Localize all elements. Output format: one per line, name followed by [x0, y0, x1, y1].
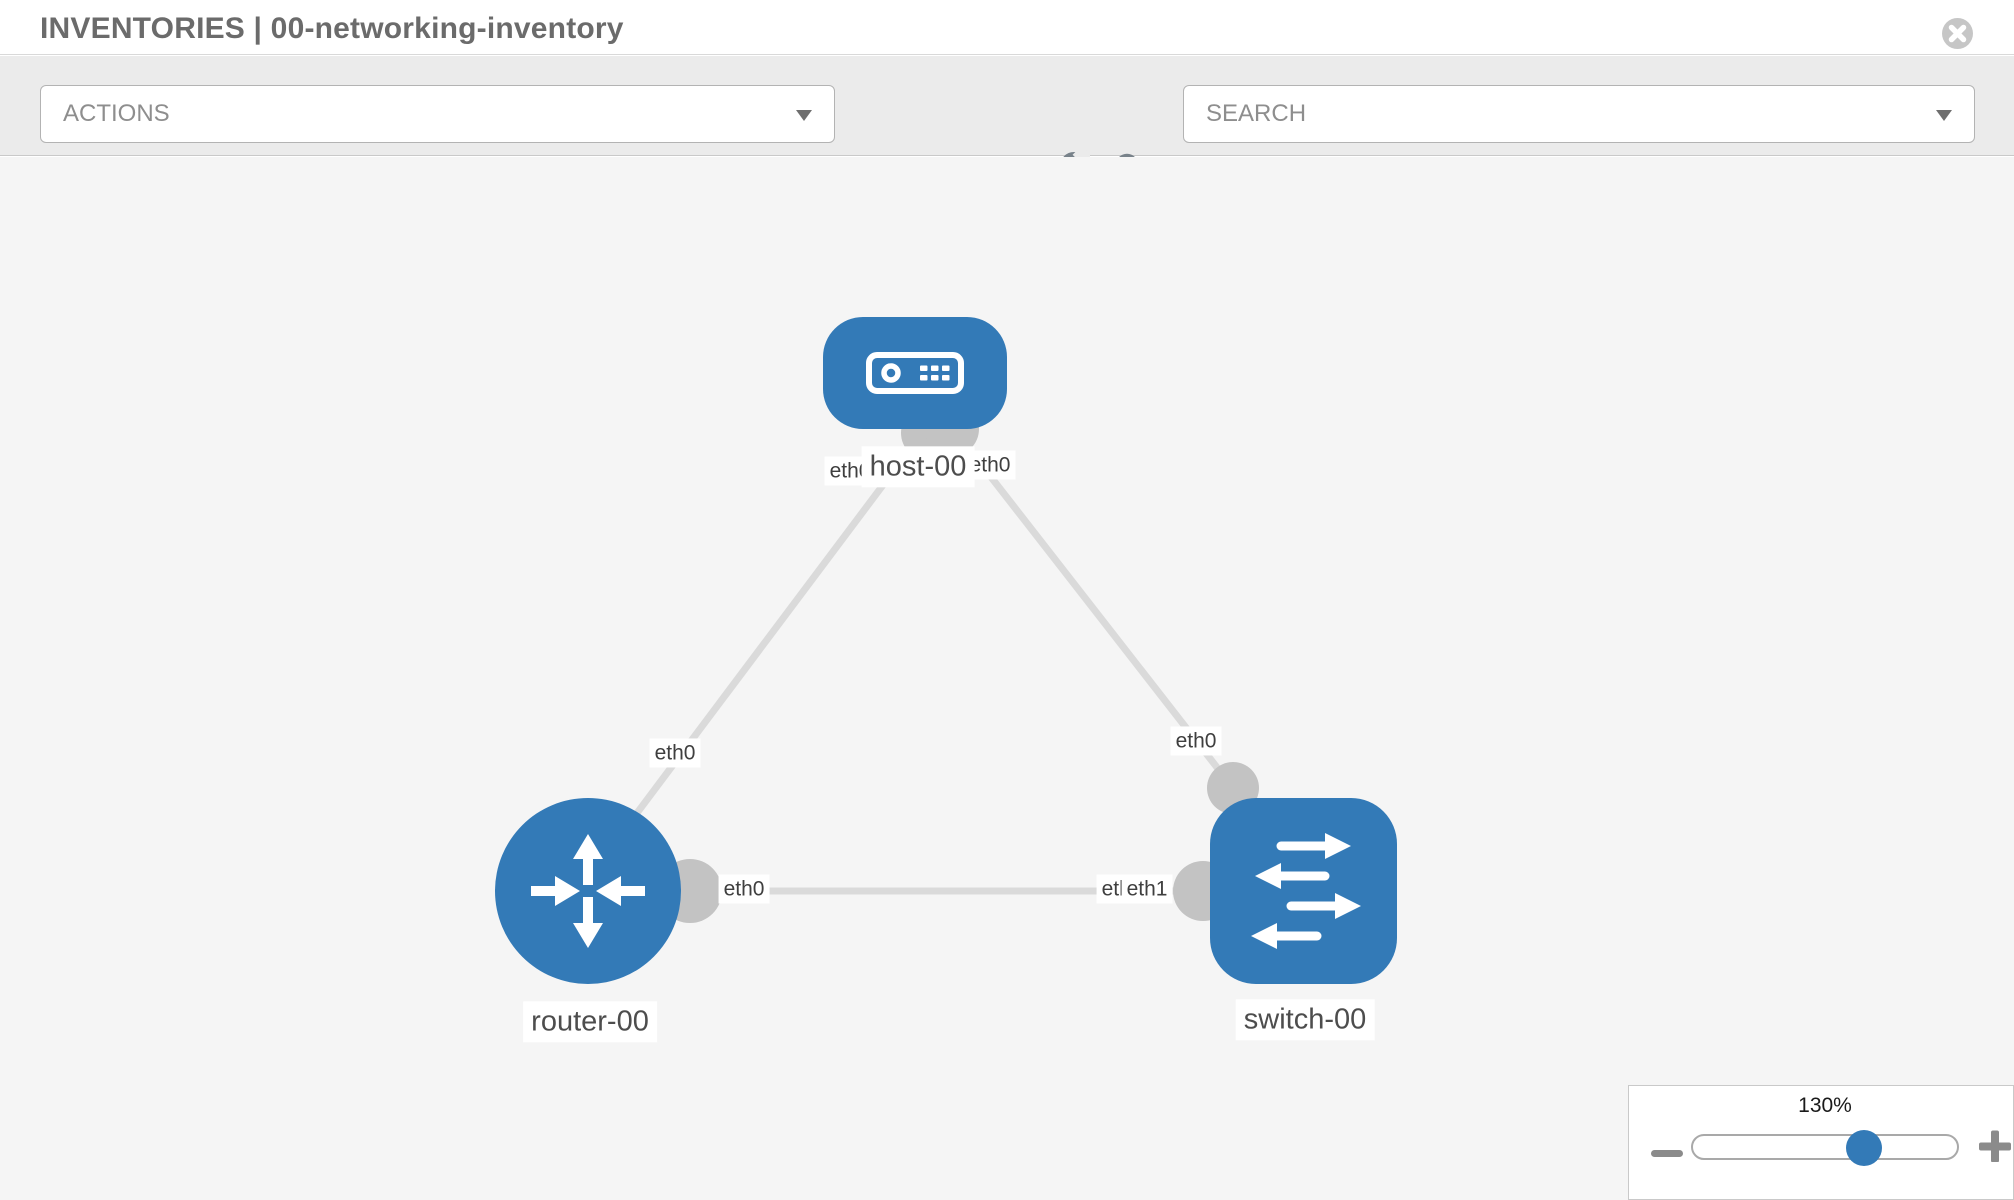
switch-node-shape: [1210, 798, 1397, 984]
zoom-slider-track[interactable]: [1691, 1134, 1959, 1160]
zoom-in-button[interactable]: [1978, 1130, 2012, 1164]
search-dropdown-label: SEARCH: [1206, 100, 1307, 127]
actions-dropdown-label: ACTIONS: [63, 100, 170, 127]
interface-label: eth0: [718, 874, 770, 904]
zoom-panel: 130%: [1628, 1085, 2014, 1200]
actions-dropdown[interactable]: ACTIONS: [40, 85, 835, 143]
toolbar: ACTIONS SEARCH: [0, 56, 2014, 194]
chevron-down-icon: [1936, 110, 1952, 121]
node-label-router: router-00: [523, 1001, 657, 1043]
page-title: INVENTORIES | 00-networking-inventory: [40, 12, 624, 45]
search-dropdown[interactable]: SEARCH: [1183, 85, 1975, 143]
node-router[interactable]: [495, 798, 681, 984]
host-icon: [866, 352, 964, 394]
header-bar: INVENTORIES | 00-networking-inventory: [0, 0, 2014, 55]
minus-icon: [1651, 1149, 1683, 1157]
node-switch[interactable]: [1210, 798, 1397, 984]
node-host[interactable]: [823, 317, 1007, 429]
router-node-shape: [495, 798, 681, 984]
interface-label: eth0: [649, 738, 701, 768]
host-node-shape: [823, 317, 1007, 429]
close-button[interactable]: [1939, 15, 1976, 52]
interface-label: eth0: [1170, 726, 1222, 756]
close-icon: [1942, 18, 1973, 49]
topology-canvas[interactable]: eth0 eth0 eth0 eth0 eth0 eth0 eth1 host-…: [0, 157, 2014, 1200]
zoom-out-button[interactable]: [1649, 1134, 1687, 1162]
node-label-host: host-00: [861, 446, 975, 488]
plus-icon: [1979, 1130, 2011, 1163]
chevron-down-icon: [796, 110, 812, 121]
interface-label: eth1: [1121, 874, 1173, 904]
zoom-level-label: 130%: [1798, 1094, 1852, 1117]
node-label-switch: switch-00: [1235, 999, 1375, 1041]
switch-icon: [1251, 833, 1361, 949]
router-icon: [531, 834, 645, 948]
zoom-slider-handle[interactable]: [1846, 1130, 1882, 1166]
